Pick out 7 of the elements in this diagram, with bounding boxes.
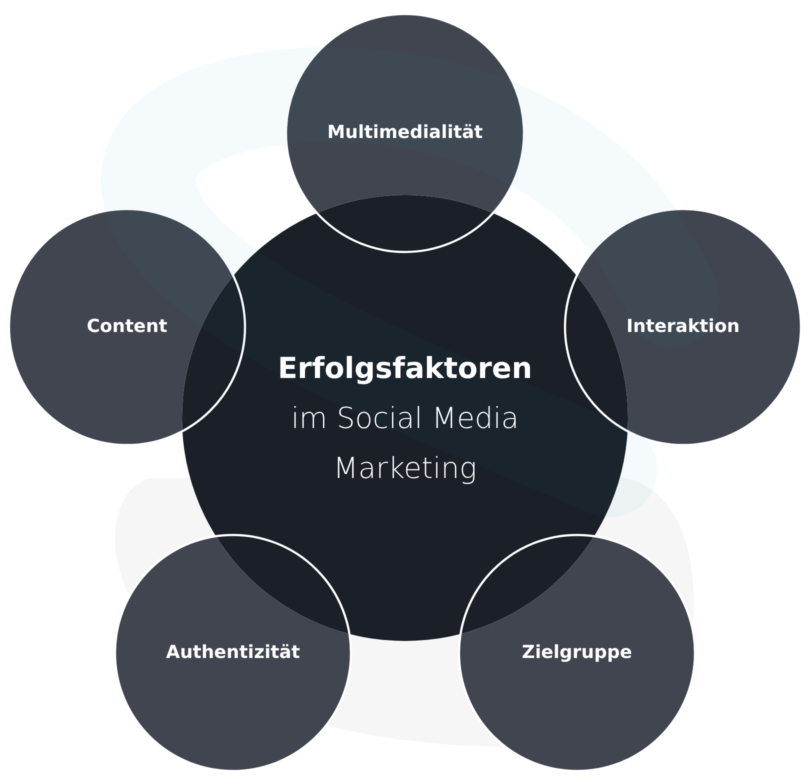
factor-label: Content: [86, 315, 168, 339]
central-title: Erfolgsfaktoren: [278, 350, 532, 387]
factor-label: Multimedialität: [327, 121, 483, 145]
factor-label: Authentizität: [166, 641, 300, 665]
central-subtitle: im Social Media Marketing: [290, 400, 520, 487]
factor-label: Interaktion: [626, 315, 740, 339]
factor-label: Zielgruppe: [522, 641, 632, 665]
